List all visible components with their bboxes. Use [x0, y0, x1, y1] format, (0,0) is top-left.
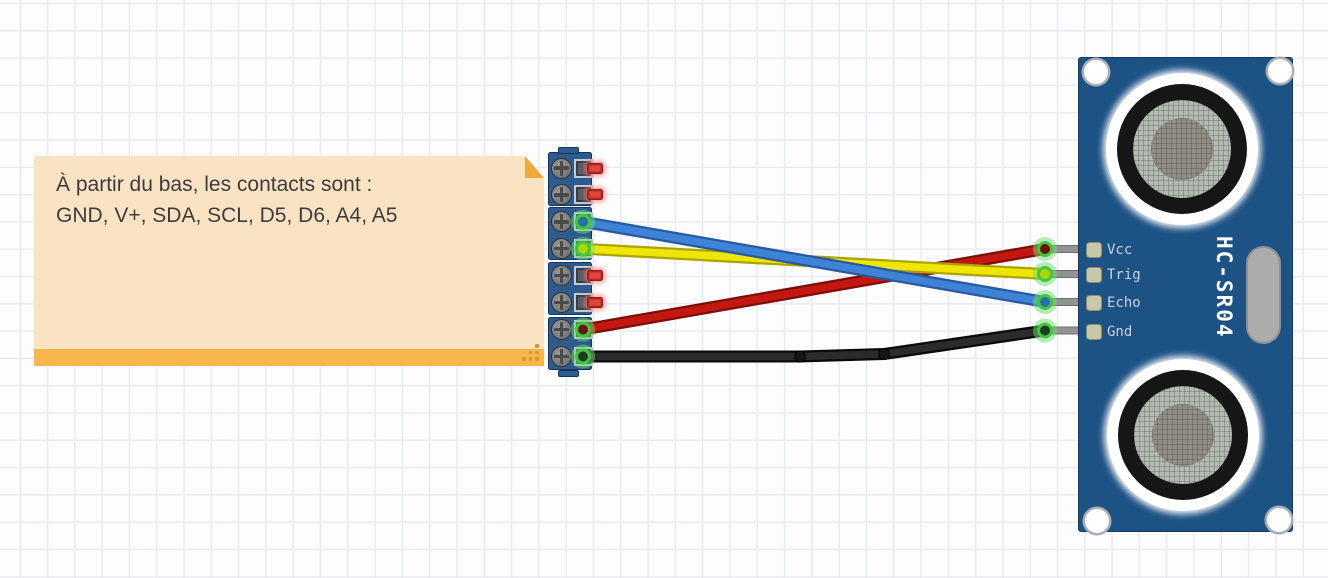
terminal-block-tab-top	[558, 147, 579, 154]
crystal-oscillator	[1246, 246, 1281, 344]
wire-black[interactable]	[579, 326, 1049, 361]
pin-pad-echo[interactable]	[1086, 295, 1102, 311]
grip-dot	[535, 357, 539, 361]
pin-stub-trig	[1039, 270, 1081, 278]
terminal-7-socket[interactable]	[574, 319, 593, 339]
grip-dot	[529, 357, 533, 361]
pin-pad-gnd[interactable]	[1086, 323, 1102, 340]
terminal-2-unconnected-pin[interactable]	[587, 189, 603, 201]
pin-stub-gnd	[1039, 326, 1081, 335]
terminal-8-screw[interactable]	[551, 345, 572, 367]
wire-black-bendpoint[interactable]	[878, 348, 890, 360]
wire-blue-pin-connector[interactable]	[1037, 294, 1053, 310]
grip-dot	[535, 351, 539, 355]
terminal-1-screw[interactable]	[551, 157, 572, 179]
note-line-2: GND, V+, SDA, SCL, D5, D6, A4, A5	[56, 204, 398, 227]
pin-label-trig: Trig	[1107, 267, 1141, 283]
mounting-hole-bottom-right	[1267, 508, 1291, 532]
terminal-5-screw[interactable]	[551, 265, 572, 287]
pin-stub-vcc	[1039, 245, 1081, 253]
board-silkscreen-title: HC-SR04	[1212, 236, 1236, 339]
terminal-8-socket[interactable]	[574, 346, 593, 366]
terminal-block[interactable]	[548, 147, 603, 377]
pin-label-echo: Echo	[1107, 295, 1141, 311]
grip-dot	[529, 351, 533, 355]
wire-yellow-pin-connector[interactable]	[1037, 266, 1053, 282]
terminal-3-screw[interactable]	[551, 211, 572, 233]
pin-label-gnd: Gnd	[1107, 323, 1133, 340]
mounting-hole-top-left	[1084, 60, 1108, 84]
terminal-6-screw[interactable]	[551, 292, 572, 313]
note-fold-corner	[525, 156, 544, 178]
note-text: À partir du bas, les contacts sont : GND…	[56, 169, 514, 231]
terminal-6-unconnected-pin[interactable]	[587, 297, 603, 308]
wire-yellow[interactable]	[579, 244, 1049, 278]
wire-black-pin-connector[interactable]	[1037, 322, 1053, 339]
terminal-2-screw[interactable]	[551, 184, 572, 206]
terminal-4-socket[interactable]	[574, 239, 593, 259]
wire-black-bendpoint[interactable]	[794, 350, 806, 363]
transducer-center	[1152, 404, 1214, 466]
wire-yellow-connector-glow	[1033, 262, 1057, 286]
pin-stub-echo	[1039, 298, 1081, 306]
grip-dot	[535, 344, 539, 348]
wire-red-edge	[577, 243, 1051, 336]
ultrasonic-transducer-bottom	[1107, 359, 1259, 511]
pin-label-vcc: Vcc	[1107, 242, 1133, 258]
terminal-7-screw[interactable]	[551, 318, 572, 340]
transducer-center	[1151, 118, 1213, 180]
pin-pad-trig[interactable]	[1086, 267, 1102, 283]
wire-red-connector-glow	[1033, 237, 1057, 261]
note-bottom-bar	[34, 349, 544, 366]
wire-red-pin-connector[interactable]	[1037, 241, 1053, 257]
note-resize-grip[interactable]	[522, 344, 541, 363]
terminal-1-unconnected-pin[interactable]	[587, 162, 603, 174]
terminal-3-socket[interactable]	[574, 212, 593, 232]
ultrasonic-transducer-top	[1106, 73, 1258, 225]
wire-black-edge	[577, 324, 1051, 363]
mounting-hole-top-right	[1268, 59, 1292, 83]
sticky-note[interactable]: À partir du bas, les contacts sont : GND…	[34, 156, 544, 366]
terminal-block-tab-bottom	[558, 370, 579, 377]
wire-blue[interactable]	[579, 218, 1049, 306]
terminal-5-unconnected-pin[interactable]	[587, 270, 603, 282]
wire-red[interactable]	[579, 245, 1049, 334]
wire-yellow-edge	[577, 242, 1051, 280]
wire-black-connector-glow	[1033, 318, 1057, 343]
wire-blue-edge	[577, 215, 1051, 308]
pin-pad-vcc[interactable]	[1086, 242, 1102, 258]
wire-blue-connector-glow	[1033, 290, 1057, 314]
grip-dot	[522, 357, 526, 361]
note-line-1: À partir du bas, les contacts sont :	[56, 173, 373, 196]
mounting-hole-bottom-left	[1085, 509, 1109, 533]
